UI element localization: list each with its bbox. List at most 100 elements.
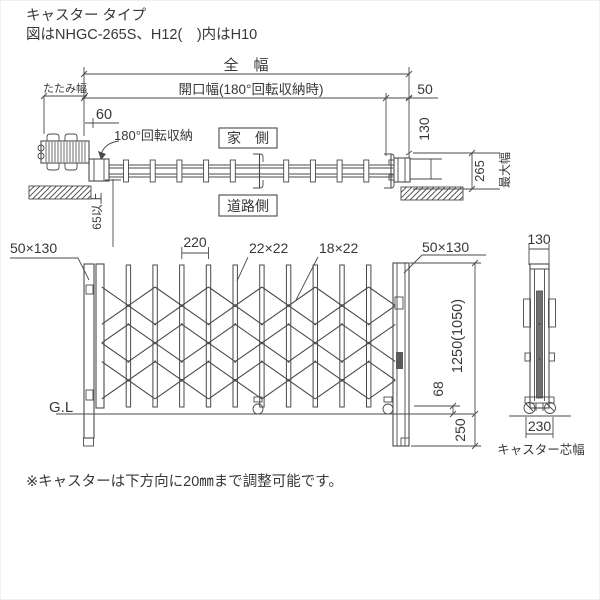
plan-picket [309,159,316,183]
pivot-dot [154,360,157,363]
lattice-pivot-dots [127,304,371,382]
pivot-dot [234,323,237,326]
picket [312,264,319,408]
road-side-label: 道路側 [227,198,269,214]
picket [125,264,132,408]
folded-width-label: たたみ幅 [43,82,87,95]
picket [179,264,185,408]
picket [366,264,372,408]
pivot-dot [367,341,371,345]
hatch-line [59,186,74,199]
hatch-line [70,186,85,199]
max-width-label: 最大幅 [497,152,512,188]
caster-hook-icon [64,133,78,141]
hatch-line [415,187,429,200]
hatch-line [87,194,91,199]
pivot-dot [260,341,264,345]
picket [285,264,292,408]
rotation-label: 180°回転収納 [114,128,193,143]
page-subtitle: 図はNHGC-265S、H12( )内はH10 [26,26,257,43]
pivot-dot [207,360,210,363]
folded-gate-bundle [37,133,90,171]
caster-hook-icon [46,163,60,171]
side-dimension-lines [525,244,554,438]
dim-130-plan: 130 [416,117,432,141]
plan-pickets [123,159,370,183]
bundle-hatch [45,142,86,162]
picket [232,264,238,408]
lattice-arm [368,361,396,381]
caster-hook-icon [46,133,60,141]
hatch-line [37,186,52,199]
pitch-label: 220 [183,234,207,250]
lattice-arm [368,286,396,307]
plan-picket [203,159,210,183]
pivot-dot [367,360,370,363]
plan-picket [363,159,370,183]
pivot-dot [260,323,263,326]
pivot-dot [287,379,290,382]
pivot-dot [180,360,183,363]
plan-picket [229,159,236,183]
hatch-line [48,186,63,199]
pivot-dot [233,304,237,307]
clearance-label: 65以上 [90,192,104,229]
picket [152,264,158,408]
opening-width-label: 開口幅(180°回転収納時) [179,82,324,97]
wall-hatch-left [28,185,92,200]
gate-plan [109,153,395,189]
hatch-line [401,187,402,188]
side-view: 130 230 キャスター芯幅 [497,231,585,457]
house-side-label: 家 側 [227,130,269,146]
hatch-line [404,187,418,200]
gate-caster-icon [382,396,394,415]
gate-caster-icon [252,396,264,415]
pivot-dot [207,323,210,326]
elevation-pickets [125,264,372,408]
hatch-line [420,187,435,200]
hatch-line [409,187,424,200]
plan-caster-strut [253,153,264,189]
total-width-label: 全 幅 [223,56,268,74]
plan-picket [149,159,156,183]
hatch-line [65,186,79,199]
pivot-dot [287,304,290,307]
pivot-dot [127,304,130,307]
hatch-line [76,186,90,199]
elevation-dimension-lines [10,247,486,447]
height-label: 1250(1050) [450,299,466,373]
arm-section-label: 18×22 [319,240,359,256]
hatch-line [29,186,30,187]
post-section-right-label: 50×130 [422,239,469,255]
pivot-dot [127,360,130,363]
plan-view: 家 側 道路側 全 幅 開口幅(180°回転収納時) 50 130 たたみ幅 6… [28,56,512,247]
caster-width-caption: キャスター芯幅 [497,442,585,457]
hatch-line [426,187,440,200]
caster-hook-icon [64,163,78,171]
rotation-arrow-icon [98,140,120,160]
road-side-box [218,194,278,217]
pivot-dot [314,341,317,345]
dim-265: 265 [472,160,487,182]
elevation-dim-ticks [449,259,479,450]
plan-picket [123,159,129,183]
elevation-view: G.L 50×130 220 22×22 18×22 50×130 1250(1… [10,234,486,450]
adjustment-note: ※キャスターは下方向に20㎜まで調整可能です。 [26,473,343,490]
pivot-dot [340,360,344,363]
plan-picket [283,159,290,183]
page-title: キャスター タイプ [26,7,147,24]
pivot-dot [340,323,344,326]
hatch-line [442,187,457,200]
hatch-line [401,187,407,194]
dim-60: 60 [96,107,112,123]
hatch-line [459,195,463,200]
picket [205,264,212,408]
pivot-dot [153,341,157,345]
pivot-dot [287,360,290,363]
pivot-dot [233,379,237,382]
gate-frame-left [95,263,105,409]
receiving-post-plan [388,157,411,183]
hatch-line [43,186,57,199]
hatch-line [29,186,41,198]
